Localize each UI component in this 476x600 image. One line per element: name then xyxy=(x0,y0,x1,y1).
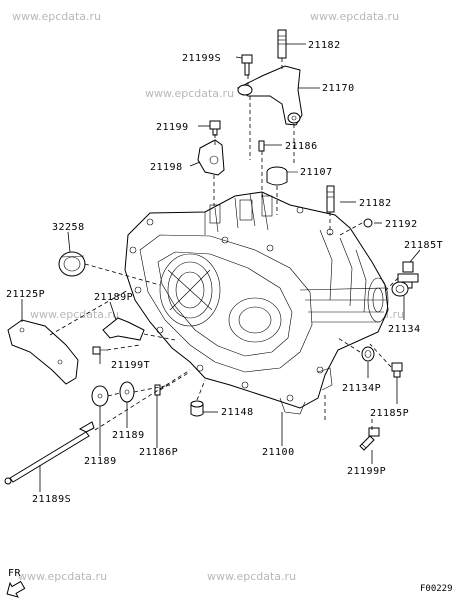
stud-21182-top xyxy=(277,29,287,59)
bolt-21199s xyxy=(241,54,253,76)
seal-32258 xyxy=(58,251,86,277)
shim-21189-b xyxy=(119,381,135,403)
label-21189s: 21189S xyxy=(32,494,71,505)
label-32258: 32258 xyxy=(52,222,85,233)
part-labels: 21182 21199S 21170 21199 21186 21198 211… xyxy=(6,40,443,505)
bolt-21199 xyxy=(209,120,221,136)
label-21199s: 21199S xyxy=(182,53,221,64)
label-21199t: 21199T xyxy=(111,360,150,371)
direction-arrow-icon xyxy=(6,580,26,598)
watermark: www.epcdata.ru xyxy=(30,308,119,321)
watermark: www.epcdata.ru xyxy=(145,87,234,100)
label-21182-top: 21182 xyxy=(308,40,341,51)
label-21189-lower: 21189 xyxy=(84,456,117,467)
cap-21107 xyxy=(266,166,298,186)
transmission-case xyxy=(124,191,389,415)
bracket-21170 xyxy=(237,65,303,126)
label-21199p: 21199P xyxy=(347,466,386,477)
label-21107: 21107 xyxy=(300,167,333,178)
pin-21186 xyxy=(258,140,265,152)
label-21198: 21198 xyxy=(150,162,183,173)
front-direction-indicator: FR xyxy=(6,568,26,598)
rod-21189s xyxy=(4,421,95,485)
plug-21185p xyxy=(391,362,403,378)
label-21148: 21148 xyxy=(221,407,254,418)
label-21192: 21192 xyxy=(385,219,418,230)
label-21199: 21199 xyxy=(156,122,189,133)
label-21185p: 21185P xyxy=(370,408,409,419)
label-21170: 21170 xyxy=(322,83,355,94)
label-21189-upper: 21189 xyxy=(112,430,145,441)
watermark: www.epcdata.ru xyxy=(207,570,296,583)
bracket-21189p xyxy=(102,317,145,341)
label-21186p: 21186P xyxy=(139,447,178,458)
leader-lines xyxy=(21,43,421,492)
label-21186: 21186 xyxy=(285,141,318,152)
watermark: www.epcdata.ru xyxy=(12,10,101,23)
bolt-21199t xyxy=(92,346,108,355)
label-21182-mid: 21182 xyxy=(359,198,392,209)
watermark: www.epcdata.ru xyxy=(310,10,399,23)
watermark: www.epcdata.ru xyxy=(18,570,107,583)
washer-21134 xyxy=(391,281,409,297)
stud-21182-mid xyxy=(326,185,335,213)
pin-21186p xyxy=(154,384,161,396)
bolt-21199p xyxy=(359,427,380,451)
watermark-group: www.epcdata.ru www.epcdata.ru www.epcdat… xyxy=(12,10,404,583)
label-21134: 21134 xyxy=(388,324,421,335)
bushing-21148 xyxy=(190,400,204,417)
shim-21189-a xyxy=(91,385,109,407)
label-21185t: 21185T xyxy=(404,240,443,251)
figure-code: F00229 xyxy=(420,584,453,594)
label-21125p: 21125P xyxy=(6,289,45,300)
ring-21192 xyxy=(363,218,373,228)
direction-label: FR xyxy=(8,568,22,579)
washer-21134p xyxy=(361,346,375,362)
cover-21125p xyxy=(7,319,79,385)
assembly-lines xyxy=(49,58,399,431)
label-21134p: 21134P xyxy=(342,383,381,394)
bracket-21198 xyxy=(197,139,225,176)
label-21100: 21100 xyxy=(262,447,295,458)
label-21189p: 21189P xyxy=(94,292,133,303)
